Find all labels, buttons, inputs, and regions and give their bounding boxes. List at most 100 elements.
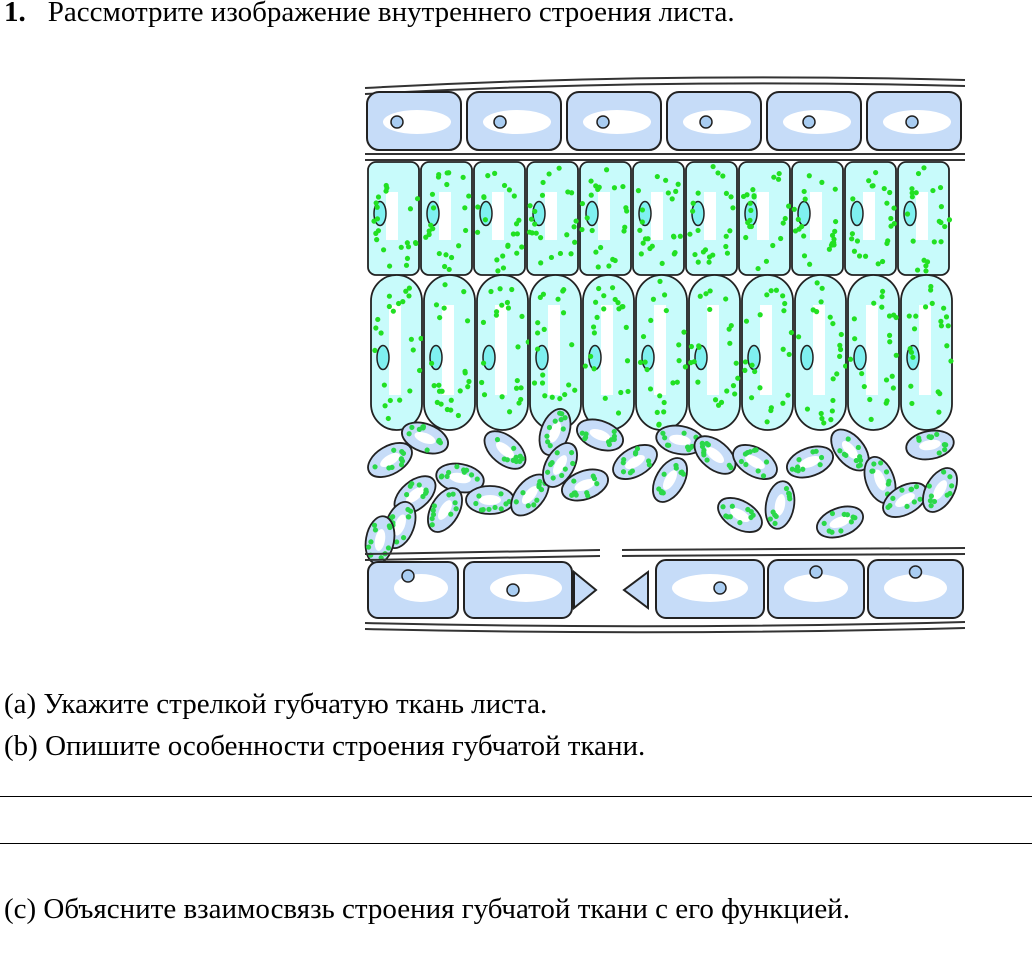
chloroplast	[406, 514, 412, 520]
chloroplast	[819, 415, 825, 422]
chloroplast	[818, 454, 825, 461]
chloroplast	[681, 430, 687, 436]
chloroplast	[565, 189, 571, 195]
chloroplast	[696, 344, 702, 350]
chloroplast	[519, 244, 525, 250]
nucleus	[800, 344, 814, 371]
answer-line[interactable]	[0, 796, 1032, 797]
chloroplast	[899, 487, 905, 493]
vacuole	[553, 455, 567, 475]
chloroplast	[546, 171, 552, 177]
chloroplast	[448, 254, 455, 261]
chloroplast	[519, 313, 525, 320]
chloroplast	[601, 306, 607, 312]
chloroplast	[593, 249, 599, 255]
spongy-cell	[364, 515, 396, 565]
chloroplast	[598, 244, 604, 251]
question-part-a: (a) Укажите стрелкой губчатую ткань лист…	[4, 688, 548, 720]
chloroplast	[780, 293, 786, 299]
chloroplast	[391, 447, 397, 453]
chloroplast	[883, 400, 889, 406]
chloroplast	[826, 246, 832, 252]
chloroplast	[398, 244, 404, 250]
question-text: Рассмотрите изображение внутреннего стро…	[47, 0, 735, 28]
answer-line[interactable]	[0, 843, 1032, 844]
chloroplast	[841, 451, 847, 457]
vacuole	[442, 305, 454, 395]
chloroplast	[481, 392, 488, 398]
nucleus	[535, 344, 549, 371]
chloroplast	[868, 416, 874, 422]
chloroplast	[648, 317, 654, 324]
chloroplast	[681, 329, 687, 335]
chloroplast	[742, 359, 749, 365]
chloroplast	[948, 358, 954, 364]
vacuole	[863, 192, 875, 240]
chloroplast	[549, 394, 555, 400]
chloroplast	[837, 448, 843, 454]
chloroplast	[528, 216, 535, 222]
chloroplast	[740, 193, 747, 200]
chloroplast	[921, 257, 927, 263]
vacuole	[884, 574, 947, 602]
chloroplast	[375, 194, 382, 200]
chloroplast	[699, 440, 705, 446]
chloroplast	[635, 188, 642, 194]
chloroplast	[695, 379, 701, 385]
chloroplast	[532, 208, 538, 214]
chloroplast	[542, 393, 548, 399]
chloroplast	[742, 367, 748, 373]
chloroplast	[666, 442, 672, 448]
chloroplast	[532, 221, 538, 227]
chloroplast	[554, 450, 560, 456]
chloroplast	[886, 332, 893, 338]
chloroplast	[908, 349, 915, 355]
chloroplast	[659, 260, 665, 267]
chloroplast	[387, 397, 393, 404]
chloroplast	[821, 420, 827, 426]
chloroplast	[493, 312, 499, 318]
chloroplast	[697, 293, 703, 299]
chloroplast	[448, 407, 454, 413]
chloroplast	[616, 306, 622, 312]
chloroplast	[559, 472, 565, 479]
chloroplast	[938, 239, 944, 245]
chloroplast	[436, 382, 442, 388]
chloroplast	[596, 184, 602, 190]
chloroplast	[914, 267, 921, 273]
chloroplast	[775, 176, 782, 182]
chloroplast	[729, 503, 735, 509]
chloroplast	[537, 479, 543, 485]
chloroplast	[642, 359, 648, 365]
chloroplast	[406, 431, 412, 437]
chloroplast	[944, 343, 950, 349]
chloroplast	[405, 244, 412, 250]
vacuole	[490, 574, 562, 602]
spongy-cell	[401, 421, 449, 455]
chloroplast	[513, 385, 520, 391]
vacuole	[813, 305, 825, 395]
chloroplast	[494, 257, 500, 263]
chloroplast	[633, 449, 639, 456]
nucleus	[493, 115, 507, 129]
chloroplast	[444, 170, 450, 176]
chloroplast	[372, 527, 379, 533]
chloroplast	[571, 224, 577, 230]
chloroplast	[750, 187, 756, 193]
chloroplast	[414, 196, 421, 202]
chloroplast	[618, 389, 624, 396]
chloroplast	[562, 391, 568, 398]
nucleus	[401, 569, 415, 583]
chloroplast	[891, 312, 897, 318]
nucleus	[585, 200, 599, 227]
chloroplast	[763, 258, 770, 264]
chloroplast	[752, 368, 758, 375]
chloroplast	[492, 504, 498, 511]
chloroplast	[938, 323, 945, 329]
chloroplast	[468, 472, 475, 478]
chloroplast	[627, 470, 633, 476]
guard-cell	[573, 569, 598, 611]
vacuole	[784, 574, 848, 602]
chloroplast	[855, 463, 862, 469]
chloroplast	[424, 447, 430, 453]
